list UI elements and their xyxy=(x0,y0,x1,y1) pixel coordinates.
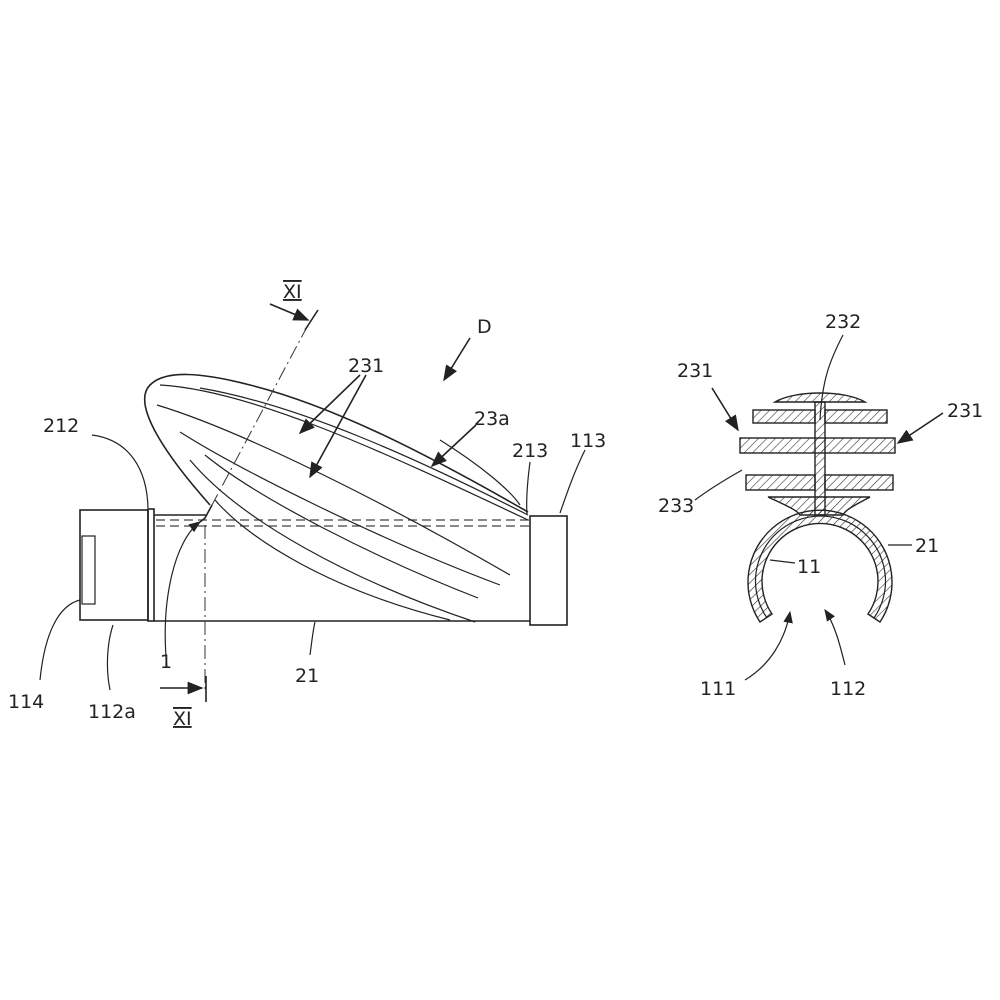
arrow-111 xyxy=(744,610,793,681)
label-111: 111 xyxy=(700,678,736,700)
arrow-231-left xyxy=(711,387,739,432)
label-D: D xyxy=(477,316,492,338)
leader-212 xyxy=(91,434,149,509)
label-212: 212 xyxy=(43,415,79,437)
label-112a: 112a xyxy=(88,701,136,723)
label-231-right: 231 xyxy=(947,400,983,422)
label-213: 213 xyxy=(512,440,548,462)
arrow-231b xyxy=(309,374,367,479)
leader-21 xyxy=(309,621,316,656)
label-114: 114 xyxy=(8,691,44,713)
section-tick-top xyxy=(304,309,319,331)
label-21: 21 xyxy=(295,665,319,687)
label-23a: 23a xyxy=(474,408,510,430)
right-end-cap xyxy=(529,515,568,626)
leader-113 xyxy=(559,449,586,514)
side-view-figure: XI XI D 231 23a 213 113 212 114 112a 1 2… xyxy=(8,281,606,730)
arrow-231-right xyxy=(896,412,944,444)
ring-11 xyxy=(754,515,887,619)
leader-232 xyxy=(819,334,844,421)
fin-body-outline xyxy=(144,373,529,513)
label-232: 232 xyxy=(825,311,861,333)
label-1: 1 xyxy=(160,651,172,673)
section-cut xyxy=(199,504,213,523)
label-21-right: 21 xyxy=(915,535,939,557)
section-label-bottom: XI xyxy=(173,708,192,730)
leader-233 xyxy=(694,469,743,501)
hidden-lines xyxy=(156,519,530,527)
cross-section-figure: 232 231 231 233 21 11 111 112 xyxy=(658,311,983,700)
label-11: 11 xyxy=(797,556,821,578)
arrow-231a xyxy=(298,374,361,435)
arrow-D xyxy=(443,337,471,382)
arrow-112 xyxy=(824,609,846,666)
leader-114 xyxy=(39,599,81,681)
label-113: 113 xyxy=(570,430,606,452)
fin-cross-section xyxy=(739,392,896,516)
section-line xyxy=(204,324,309,690)
label-231: 231 xyxy=(348,355,384,377)
section-arrow-top xyxy=(269,303,310,321)
label-233: 233 xyxy=(658,495,694,517)
leader-112a xyxy=(106,624,114,691)
arrow-23a xyxy=(430,424,477,468)
cap-notch xyxy=(81,535,96,605)
leader-1 xyxy=(164,521,201,669)
tube xyxy=(154,514,530,622)
flange xyxy=(147,508,155,622)
label-112: 112 xyxy=(830,678,866,700)
leader-213 xyxy=(526,461,531,515)
label-231-left: 231 xyxy=(677,360,713,382)
leader-11 xyxy=(769,559,796,564)
section-label-top: XI xyxy=(283,281,302,303)
